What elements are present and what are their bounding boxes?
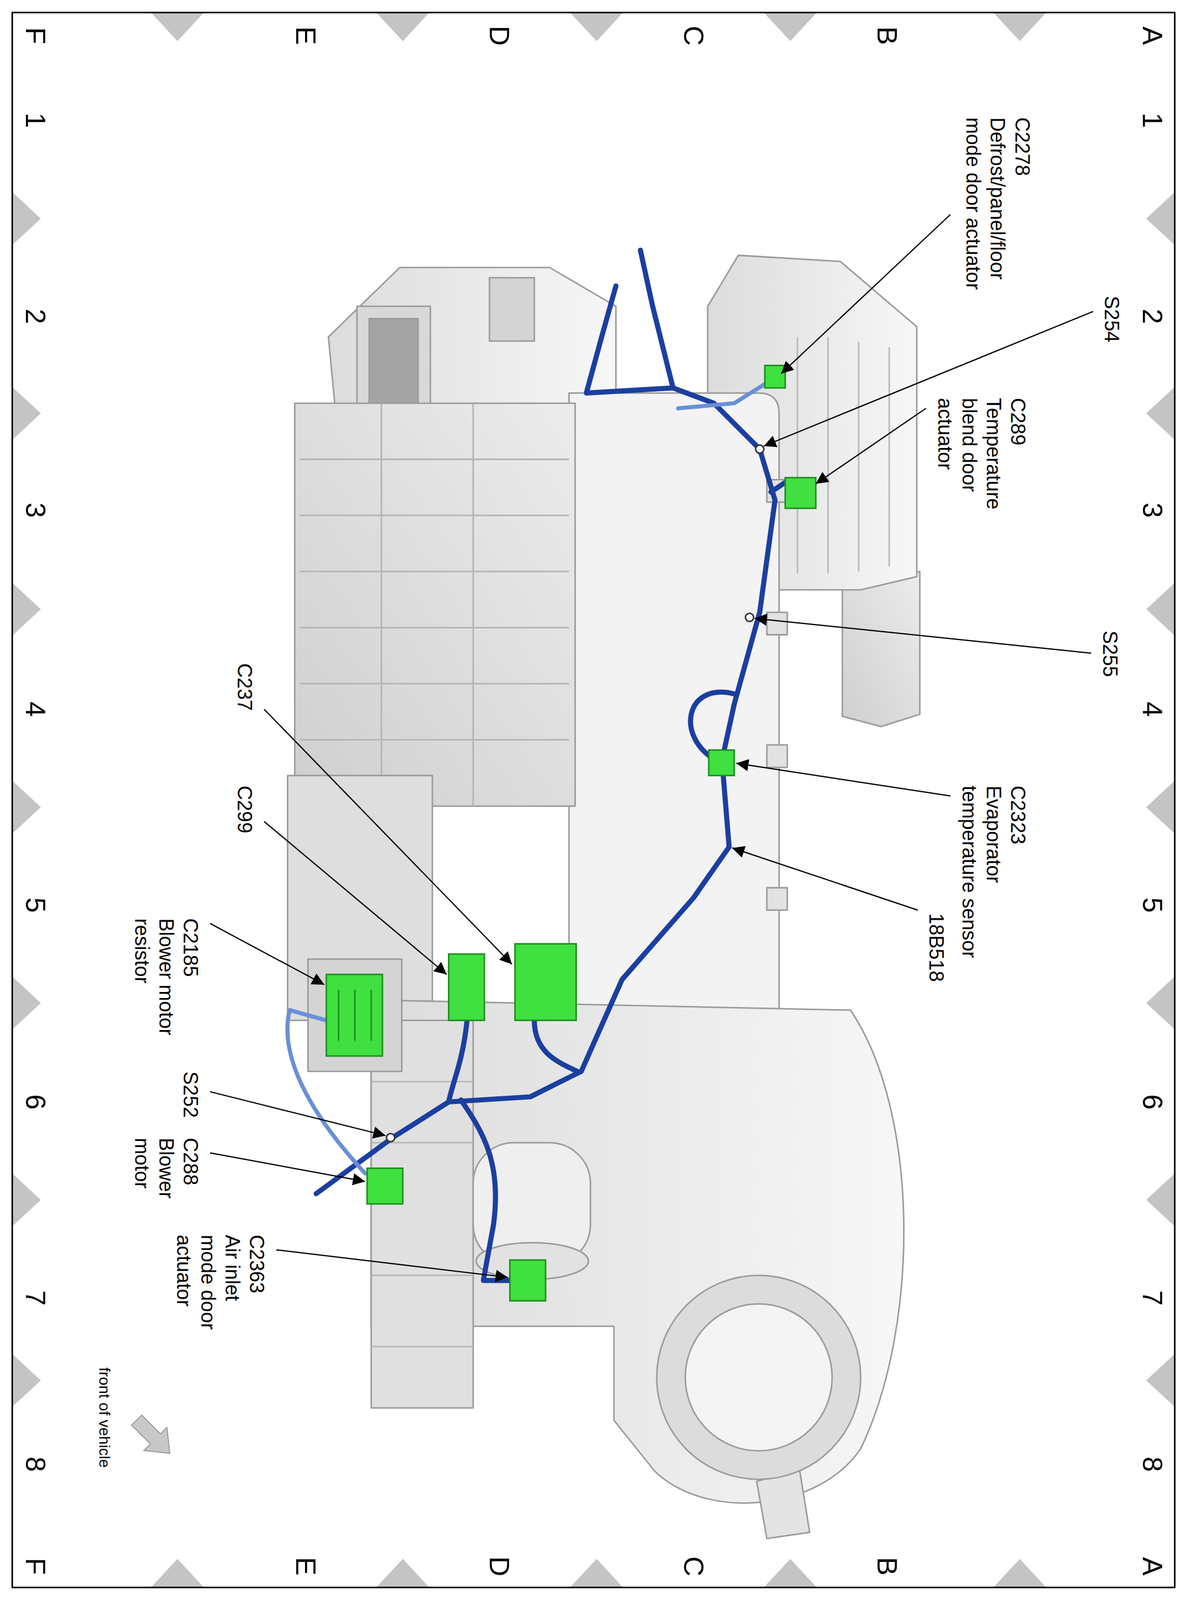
case-cover bbox=[569, 392, 780, 1026]
connector-id: C2278 bbox=[1009, 117, 1035, 176]
direction-arrow bbox=[125, 1408, 182, 1465]
leader-line bbox=[781, 214, 951, 374]
splice-dot bbox=[386, 1133, 395, 1142]
leader-line bbox=[763, 311, 1094, 446]
harness-wire bbox=[316, 249, 775, 1194]
connector-id: C299 bbox=[232, 785, 257, 833]
grid-number: 7 bbox=[1135, 1290, 1169, 1306]
plenum-louvers bbox=[797, 337, 890, 574]
leader-line bbox=[210, 1091, 386, 1136]
harness-wire bbox=[448, 1019, 467, 1102]
grid-number: 1 bbox=[18, 112, 52, 128]
connector-id: C2363 bbox=[244, 1234, 269, 1293]
grid-marker bbox=[151, 1558, 1047, 1588]
grid-number: 3 bbox=[1135, 502, 1169, 518]
connector-detail bbox=[338, 989, 372, 1041]
grid-letter: B bbox=[870, 26, 904, 45]
splice-id: S255 bbox=[1097, 630, 1122, 677]
harness-wire bbox=[677, 377, 775, 409]
component-name: Air inlet mode door actuator bbox=[171, 1234, 245, 1337]
harness-wire bbox=[461, 1099, 511, 1281]
grid-number: 3 bbox=[18, 502, 52, 518]
grid-letter: E bbox=[289, 26, 323, 45]
resistor-mount bbox=[307, 958, 402, 1071]
leader-line bbox=[731, 847, 918, 911]
component-name: Temperature blend door actuator bbox=[932, 397, 1006, 517]
grid-number: 5 bbox=[18, 897, 52, 913]
grid-letter: B bbox=[870, 1556, 904, 1575]
grid-letter: C bbox=[676, 1556, 710, 1576]
blower-scroll bbox=[371, 999, 905, 1503]
component-name: Evaporator temperature sensor bbox=[956, 785, 1006, 968]
component-name: Blower motor resistor bbox=[129, 918, 179, 1051]
leader-line bbox=[210, 1152, 366, 1182]
connector-c2278 bbox=[765, 365, 786, 388]
connector-c289 bbox=[785, 477, 816, 509]
component-name: Blower motor bbox=[129, 1137, 179, 1210]
connector-c2363 bbox=[509, 1259, 546, 1301]
connector-c288 bbox=[367, 1167, 404, 1204]
leader-line bbox=[736, 762, 951, 796]
connector-id: C2185 bbox=[178, 918, 203, 977]
connector-id: C289 bbox=[1005, 397, 1030, 446]
grid-number: 6 bbox=[1135, 1094, 1169, 1110]
grid-marker bbox=[1146, 191, 1175, 1407]
grid-letter: F bbox=[18, 1557, 52, 1575]
connector-c237 bbox=[515, 943, 577, 1021]
grid-number: 7 bbox=[18, 1290, 52, 1306]
splice-dot bbox=[755, 445, 764, 454]
grid-number: 2 bbox=[1135, 308, 1169, 324]
connector-c2323 bbox=[708, 749, 735, 775]
splice-id: S254 bbox=[1099, 295, 1124, 342]
grid-number: 2 bbox=[18, 308, 52, 324]
grid-number: 8 bbox=[1135, 1456, 1169, 1472]
connector-id: C288 bbox=[178, 1137, 203, 1185]
grid-letter: D bbox=[482, 1556, 516, 1576]
leader-line bbox=[264, 821, 447, 975]
orientation-note: front of vehicle bbox=[94, 1366, 114, 1468]
grid-letter: D bbox=[482, 25, 516, 46]
blower-inlet-ring bbox=[656, 1275, 862, 1480]
grid-number: 4 bbox=[1135, 701, 1169, 717]
harness-wire bbox=[586, 285, 673, 393]
connector-c299 bbox=[448, 953, 485, 1020]
grid-number: 1 bbox=[1135, 112, 1169, 128]
heater-case bbox=[294, 403, 575, 806]
leader-line bbox=[210, 923, 325, 985]
leader-line bbox=[754, 618, 1092, 654]
grid-number: 8 bbox=[18, 1456, 52, 1472]
harness-wire bbox=[534, 1019, 578, 1071]
leader-line bbox=[276, 1249, 509, 1277]
splice-id: S252 bbox=[178, 1071, 203, 1118]
harness-id: 18B518 bbox=[923, 912, 949, 982]
grid-letter: A bbox=[1135, 26, 1169, 45]
blower-inlet bbox=[685, 1303, 832, 1451]
grid-letter: F bbox=[18, 27, 52, 45]
defrost-flange bbox=[842, 571, 921, 727]
grid-number: 6 bbox=[18, 1094, 52, 1110]
grid-number: 5 bbox=[1135, 897, 1169, 913]
component-name: Defrost/panel/floor mode door actuator bbox=[960, 117, 1010, 300]
floor-outlet bbox=[489, 277, 534, 341]
connector-id: C2323 bbox=[1005, 785, 1030, 844]
page-frame bbox=[12, 12, 1175, 1588]
leader-line bbox=[815, 408, 927, 484]
grid-marker bbox=[12, 191, 41, 1407]
grid-letter: E bbox=[289, 1556, 323, 1575]
grid-letter: C bbox=[676, 25, 710, 46]
grid-marker bbox=[151, 12, 1047, 42]
grid-letter: A bbox=[1135, 1556, 1169, 1575]
splice-dot bbox=[745, 613, 754, 622]
grid-number: 4 bbox=[18, 701, 52, 717]
case-ribs bbox=[300, 403, 570, 806]
blower-housing-base bbox=[371, 1019, 474, 1408]
connector-c2185 bbox=[326, 974, 383, 1056]
connector-id: C237 bbox=[232, 662, 257, 711]
